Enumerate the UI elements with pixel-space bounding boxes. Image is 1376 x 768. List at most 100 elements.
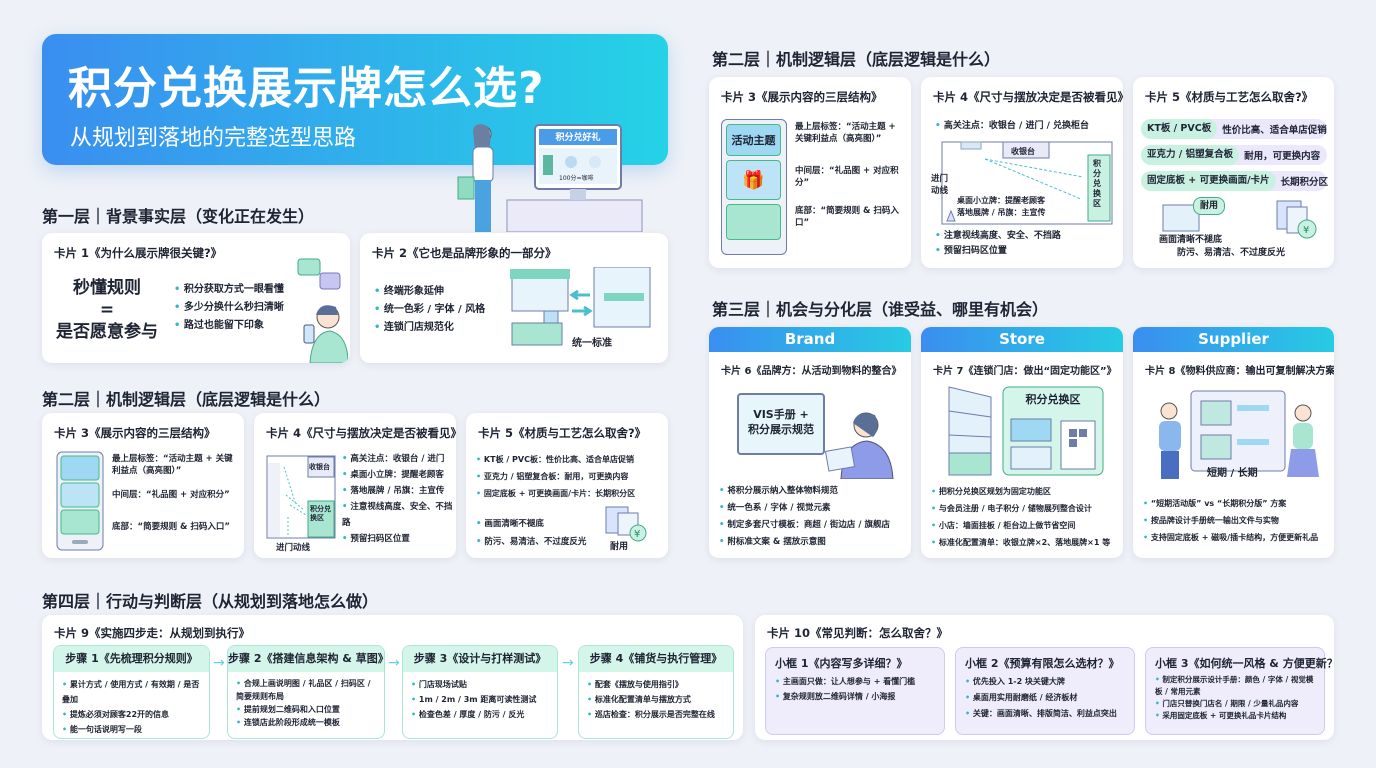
step-title: 步骤 1《先梳理积分规则》 [54, 646, 209, 672]
step-title: 步骤 3《设计与打样测试》 [403, 646, 557, 672]
card-header-store: Store [921, 327, 1123, 352]
card-title: 卡片 4《尺寸与摆放决定是否被看见》 [933, 90, 1123, 104]
step-title: 步骤 4《铺货与执行管理》 [579, 646, 733, 672]
floor-plan-icon [266, 455, 336, 539]
bullet: 预留扫码区位置 [342, 531, 456, 547]
bullet: 标准化配置清单：收银立牌×2、落地展牌×1 等 [931, 534, 1110, 551]
sub-box-title: 小框 3《如何统一风格 & 方便更新？》 [1155, 657, 1334, 670]
bullet: 多少分换什么秒扫清晰 [174, 299, 284, 317]
bullet-list: 将积分展示纳入整体物料规范 统一色系 / 字体 / 视觉元素 制定多套尺寸模板：… [719, 483, 890, 551]
bullet: 预留扫码区位置 [935, 244, 1061, 259]
bullet: 关键：画面清晰、排版简洁、利益点突出 [965, 706, 1125, 722]
pill-desc: 长期积分区 [1280, 177, 1329, 188]
card-6-brand: Brand 卡片 6《品牌方：从活动到物料的整合》 VIS手册 + 积分展示规范… [709, 327, 911, 558]
card-title: 卡片 3《展示内容的三层结构》 [721, 90, 883, 104]
bullet: 防污、易清洁、不过度反光 [476, 533, 586, 551]
caption: 短期 / 长期 [1207, 468, 1258, 479]
card-header-brand: Brand [709, 327, 911, 352]
shopper-kiosk-icon [457, 124, 643, 233]
bullet: 检查色差 / 厚度 / 防污 / 反光 [411, 707, 549, 722]
title-banner: 积分兑换展示牌怎么选? 从规划到落地的完整选型思路 [42, 34, 668, 165]
card-3-right: 卡片 3《展示内容的三层结构》 活动主题 🎁 最上层标签：“活动主题 + 关键利… [709, 77, 911, 268]
card-title: 卡片 5《材质与工艺怎么取舍?》 [478, 426, 647, 440]
step-2: 步骤 2《搭建信息架构 & 草图》 合规上画说明图 / 礼品区 / 扫码区 / … [227, 645, 389, 739]
sub-box-3: 小框 3《如何统一风格 & 方便更新？》 制定积分展示设计手册：颜色 / 字体 … [1145, 647, 1334, 735]
kiosk-illustration: 积分兑好礼 100分=咖啡 [455, 122, 645, 233]
bullet: “短期活动版” vs “长期积分版” 方案 [1143, 495, 1318, 512]
card-title: 卡片 7《连锁门店：做出“固定功能区”》 [933, 366, 1117, 377]
durable-badge: 耐用 [610, 542, 629, 552]
bullet: 巡店检查：积分展示是否完整在线 [587, 707, 725, 722]
card-1: 卡片 1《为什么展示牌很关键?》 秒懂规则 = 是否愿意参与 积分获取方式一眼看… [42, 233, 350, 363]
bullet: 终端形象延伸 [374, 283, 485, 301]
bullet: 按品牌设计手册统一输出文件与实物 [1143, 512, 1318, 529]
durable-badge: 耐用 [1193, 197, 1226, 215]
bullet: 将积分展示纳入整体物料规范 [719, 483, 890, 500]
bullet: 合规上画说明图 / 礼品区 / 扫码区 / 简要规则布局 [236, 677, 376, 703]
gift-icon: 🎁 [726, 160, 781, 200]
bottom-layer [726, 204, 781, 240]
pill-tag: KT板 / PVC板 [1141, 119, 1218, 139]
bullet: 提炼必须对顾客22开的信息 [62, 707, 201, 722]
step-1: 步骤 1《先梳理积分规则》 累计方式 / 使用方式 / 有效期 / 是否叠加提炼… [53, 645, 210, 739]
section-heading-layer2: 第二层｜机制逻辑层（底层逻辑是什么） [42, 390, 331, 409]
bullet: 复杂规则放二维码详情 / 小海报 [775, 689, 935, 704]
bullet-list-2: 画面清晰不褪底 防污、易清洁、不过度反光 [476, 515, 586, 551]
arrow-right-icon: → [213, 655, 225, 671]
arrow-right-icon: → [562, 655, 574, 671]
layer-bottom-desc: 底部：“简要规则 & 扫码入口” [112, 522, 231, 532]
card-title: 卡片 10《常见判断：怎么取舍？》 [767, 626, 949, 640]
card-title: 卡片 5《材质与工艺怎么取舍?》 [1145, 90, 1314, 104]
bullet-list: “短期活动版” vs “长期积分版” 方案 按品牌设计手册统一输出文件与实物 支… [1143, 495, 1318, 546]
bullet-list: KT板 / PVC板：性价比高、适合单店促销 亚克力 / 铝塑复合板：耐用，可更… [476, 451, 635, 502]
arrow-right-icon: → [388, 655, 400, 671]
bullet: 1m / 2m / 3m 距离可读性测试 [411, 692, 549, 707]
bullet: 桌面小立牌：提醒老顾客 [342, 467, 456, 483]
person-phone-icon [297, 258, 348, 363]
bullet: 桌面用实用耐磨纸 / 经济板材 [965, 690, 1125, 706]
storefront-icon [510, 267, 651, 346]
sub-box-2: 小框 2《预算有限怎么选材？》 优先投入 1-2 块关键大牌桌面用实用耐磨纸 /… [955, 647, 1135, 735]
card-title: 卡片 9《实施四步走：从规划到执行》 [54, 626, 251, 640]
path-label: 进门动线 [931, 174, 949, 196]
material-pill: KT板 / PVC板性价比高、适合单店促销 [1141, 119, 1327, 139]
bullet: 制定多套尺寸模板：商超 / 街边店 / 旗舰店 [719, 517, 890, 534]
bullet: 注意视线高度、安全、不挡路 [935, 229, 1061, 244]
section-heading-layer2-right: 第二层｜机制逻辑层（底层逻辑是什么） [712, 50, 1001, 69]
bullet: 落地展牌 / 吊旗：主宣传 [342, 483, 456, 499]
layer-middle-desc: 中间层：“礼品图 + 对应积分” [795, 166, 899, 188]
screen-text: 积分展示规范 [748, 423, 814, 436]
bullet: 路过也能留下印象 [174, 317, 284, 335]
equation-line: 是否愿意参与 [56, 322, 158, 342]
bullet: 累计方式 / 使用方式 / 有效期 / 是否叠加 [62, 677, 201, 707]
card-title: 卡片 1《为什么展示牌很关键?》 [54, 246, 223, 260]
layer-bottom-desc: 底部：“简要规则 & 扫码入口” [795, 206, 899, 228]
bullet: 标准化配置清单与摆放方式 [587, 692, 725, 707]
placement-notes: 桌面小立牌：提醒老顾客 落地展牌 / 吊旗：主宣传 [957, 195, 1046, 219]
path-label: 进门动线 [276, 543, 311, 553]
board-title: 积分兑换区 [1025, 393, 1081, 406]
store-shelf-board-icon [948, 386, 1104, 476]
bullet: 配套《摆放与使用指引》 [587, 677, 725, 692]
bullet: 采用固定底板 + 可更换礼品卡片结构 [1155, 710, 1315, 722]
section-heading-layer3: 第三层｜机会与分化层（谁受益、哪里有机会） [712, 300, 1049, 319]
equation-line: = [99, 300, 115, 320]
svg-text:¥: ¥ [1303, 225, 1309, 236]
bullet: 能一句话说明写一段 [62, 722, 201, 737]
bullet: 亚克力 / 铝塑复合板：耐用，可更换内容 [476, 468, 635, 485]
card-7-store: Store 卡片 7《连锁门店：做出“固定功能区”》 积分兑换区 把积分兑换区规… [921, 327, 1123, 558]
person-reading-icon [824, 412, 894, 479]
bullet: 小店：墙面挂板 / 柜台边上做节省空间 [931, 517, 1110, 534]
three-layer-board: 活动主题 🎁 [721, 119, 787, 255]
bullet: KT板 / PVC板：性价比高、适合单店促销 [476, 451, 635, 468]
step-title: 步骤 2《搭建信息架构 & 草图》 [228, 646, 389, 672]
cashier-label: 收银台 [1011, 147, 1035, 156]
layer-middle-desc: 中间层：“礼品图 + 对应积分” [112, 490, 230, 500]
step-4: 步骤 4《铺货与执行管理》 配套《摆放与使用指引》标准化配置清单与摆放方式巡店检… [578, 645, 734, 739]
equation-line: 秒懂规则 [73, 278, 141, 298]
presentation-people-icon [1159, 390, 1319, 479]
layer-top-desc: 最上层标签：“活动主题 + 关键利益点（高亮图）” [795, 122, 896, 144]
bullet: 高关注点：收银台 / 进门 / 兑换柜台 [935, 117, 1089, 135]
bullet: 积分获取方式一眼看懂 [174, 281, 284, 299]
card-2: 卡片 2《它也是品牌形象的一部分》 终端形象延伸 统一色彩 / 字体 / 风格 … [360, 233, 668, 363]
